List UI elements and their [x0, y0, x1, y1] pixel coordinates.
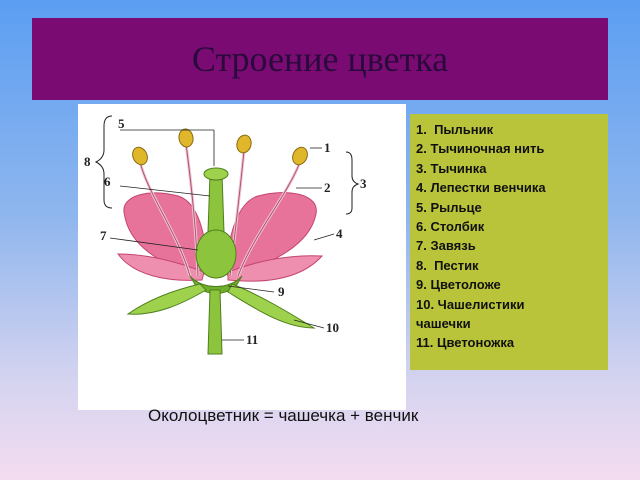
flower-illustration: 1 2 3 4 5 6 7 8 9 10 11 — [84, 115, 367, 355]
anther-2 — [178, 128, 194, 148]
sepal-right — [227, 283, 316, 329]
label-10: 10 — [326, 320, 339, 335]
legend-item: 6. Столбик — [416, 219, 485, 235]
label-1: 1 — [324, 140, 331, 155]
pistil-ovary — [195, 229, 237, 279]
label-5: 5 — [118, 116, 125, 131]
anther-3 — [236, 134, 252, 154]
legend-item: чашечки — [416, 316, 471, 332]
label-3: 3 — [360, 176, 367, 191]
pistil-stigma — [203, 167, 229, 181]
pistil-style — [207, 173, 225, 233]
legend-box: 1. Пыльник 2. Тычиночная нить 3. Тычинка… — [410, 114, 608, 370]
label-11: 11 — [246, 332, 258, 347]
legend-item: 11. Цветоножка — [416, 335, 515, 351]
anther-1 — [132, 146, 148, 166]
label-4: 4 — [336, 226, 343, 241]
page-title: Строение цветка — [191, 39, 449, 79]
petal-right-lower — [227, 255, 324, 282]
legend-item: 8. Пестик — [416, 257, 479, 273]
legend-item: 2. Тычиночная нить — [416, 141, 545, 157]
legend-item: 1. Пыльник — [416, 122, 494, 137]
label-9: 9 — [278, 284, 285, 299]
anther-4 — [292, 146, 308, 166]
legend-item: 3. Тычинка — [416, 160, 487, 176]
label-7: 7 — [100, 228, 107, 243]
peduncle — [207, 289, 223, 355]
perianth-formula: Околоцветник = чашечка + венчик — [148, 406, 419, 425]
brace-3 — [345, 151, 360, 215]
legend-item: 7. Завязь — [416, 238, 476, 254]
legend-item: 5. Рыльце — [416, 199, 482, 215]
sepal-left — [126, 283, 207, 315]
petal-left — [123, 192, 209, 277]
legend-item: 10. Чашелистики — [416, 296, 525, 312]
brace-8 — [94, 115, 113, 209]
label-8: 8 — [84, 154, 91, 169]
legend-item: 9. Цветоложе — [416, 277, 501, 293]
title-banner: Строение цветка — [32, 18, 608, 100]
label-2: 2 — [324, 180, 331, 195]
label-6: 6 — [104, 174, 111, 189]
flower-diagram: 1 2 3 4 5 6 7 8 9 10 11 — [78, 104, 406, 410]
legend-item: 4. Лепестки венчика — [416, 180, 546, 196]
